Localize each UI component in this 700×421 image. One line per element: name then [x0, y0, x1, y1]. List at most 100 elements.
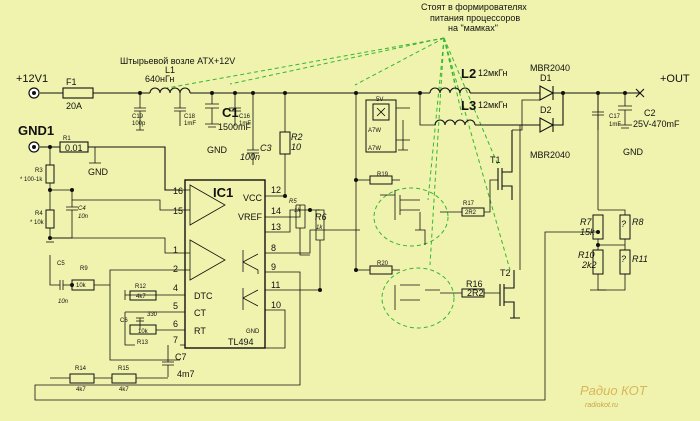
r19-label: R19: [377, 172, 389, 178]
r12-label: R12: [135, 284, 147, 290]
r5-value: 1k: [294, 208, 301, 214]
ic1-pin-10: 10: [271, 300, 281, 310]
ic1-pin-4: 4: [173, 283, 178, 293]
ic1-pin-12: 12: [271, 185, 281, 195]
r2-label: R2: [291, 132, 303, 142]
f1-label: F1: [66, 77, 77, 87]
ic1-name: IC1: [213, 185, 233, 200]
ic1-pin-vref-label: VREF: [238, 212, 263, 222]
l2-value: 12мкГн: [478, 68, 508, 78]
r10-label: R10: [578, 250, 595, 260]
r16-label: R16: [466, 279, 483, 289]
watermark-logo: Радио КОТ: [580, 383, 648, 398]
ic1-pin-14: 14: [271, 206, 281, 216]
ic1-pin-dtc-label: DTC: [194, 291, 213, 301]
t1-label: T1: [490, 155, 501, 165]
c6-value: 330: [147, 312, 158, 318]
d1-label: D1: [540, 73, 552, 83]
d2-label: D2: [540, 105, 552, 115]
c18-value: 1mF: [184, 121, 196, 127]
gnd-label-c1: GND: [207, 145, 228, 155]
fuse-f1-body: [62, 87, 94, 99]
ic1-part: TL494: [228, 337, 254, 347]
c3-label: C3: [260, 143, 272, 153]
ic1-body: [184, 179, 266, 349]
r20-label: R20: [377, 261, 389, 267]
ground-input: [28, 141, 180, 254]
l3-label: L3: [461, 98, 476, 113]
top-rail: [28, 85, 645, 101]
r13-label: R13: [137, 340, 149, 346]
ic1-right-wiring: [34, 194, 598, 401]
c1-label: C1: [222, 105, 239, 120]
r6-value: 1k: [316, 225, 323, 231]
c16-label: C16: [239, 114, 251, 120]
t2-label: T2: [500, 268, 511, 278]
r14-label: R14: [75, 366, 87, 372]
r4-label: R4: [35, 211, 43, 217]
c5-value: 10n: [58, 299, 69, 305]
r16-value: 2R2: [467, 288, 484, 298]
ic1-pin-6: 6: [173, 319, 178, 329]
c7-label: C7: [175, 352, 187, 362]
r14-value: 4k7: [76, 387, 86, 393]
r17-value: 2R2: [465, 210, 477, 216]
r7-value: 15k: [580, 227, 595, 237]
inset-label-b: A7W: [368, 146, 381, 152]
l3-d2-branch: [419, 93, 564, 270]
l1-value: 640нГн: [145, 74, 174, 84]
ic1-pin-15: 15: [173, 206, 183, 216]
gnd1-terminal-label: GND1: [18, 123, 54, 138]
note-pointers: [166, 37, 511, 329]
r5-label: R5: [289, 199, 297, 205]
note-line-2: питания процессоров: [430, 13, 520, 23]
ic1-pin-gnd-label: GND: [246, 329, 260, 335]
r17-label: R17: [463, 201, 475, 207]
inset-label-a: A7W: [368, 128, 381, 134]
r8-value: ?: [621, 219, 626, 229]
r9-value: 10k: [76, 283, 87, 289]
d2-value: MBR2040: [530, 150, 570, 160]
watermark-url: radiokot.ru: [585, 402, 618, 409]
ic1-pin-vcc-label: VCC: [243, 193, 263, 203]
r9-label: R9: [80, 266, 88, 272]
ic1-pin-ct-label: CT: [194, 308, 206, 318]
c2-value: 25V-470mF: [633, 119, 680, 129]
ic1-pin-13: 13: [271, 222, 281, 232]
gnd-label-out: GND: [623, 147, 644, 157]
r4-value: * 10k: [30, 220, 45, 226]
gnd-label-r1: GND: [88, 167, 109, 177]
c17-value: 1mF: [609, 122, 621, 128]
c3-value: 100n: [240, 152, 260, 162]
note-line-1: Стоят в формирователях: [421, 2, 527, 12]
c4-value: 10n: [78, 214, 89, 220]
r11-value: ?: [621, 254, 626, 264]
ic1-pin-9: 9: [271, 262, 276, 272]
ic1-pin-1: 1: [173, 245, 178, 255]
f1-value: 20A: [66, 101, 82, 111]
r6-label: R6: [315, 212, 327, 222]
r1-label: R1: [63, 136, 71, 142]
l2-label: L2: [461, 66, 476, 81]
input-caps: [134, 93, 291, 196]
ic1-pin-16: 16: [173, 186, 183, 196]
ic1-pin-7: 7: [173, 335, 178, 345]
inset-label-c: 5V: [376, 97, 383, 103]
atx-note: Штырьевой возле ATX+12V: [120, 56, 235, 66]
c16-value: 1mF: [239, 121, 251, 127]
c18-label: C18: [184, 114, 196, 120]
c19-value: 100p: [132, 121, 146, 127]
note-line-3: на "мамках": [448, 23, 498, 33]
c7-value: 4m7: [177, 369, 195, 379]
output-terminal-label: +OUT: [660, 73, 690, 85]
d1-value: MBR2040: [530, 63, 570, 73]
r12-value: 4k7: [136, 294, 146, 300]
l3-value: 12мкГн: [478, 100, 508, 110]
c17-label: C17: [609, 114, 621, 120]
c5-label: C5: [57, 261, 65, 267]
output-section: [590, 93, 632, 291]
ic1-pin-rt-label: RT: [194, 326, 206, 336]
r10-value: 2k2: [581, 260, 597, 270]
ic1-block: [180, 179, 280, 349]
